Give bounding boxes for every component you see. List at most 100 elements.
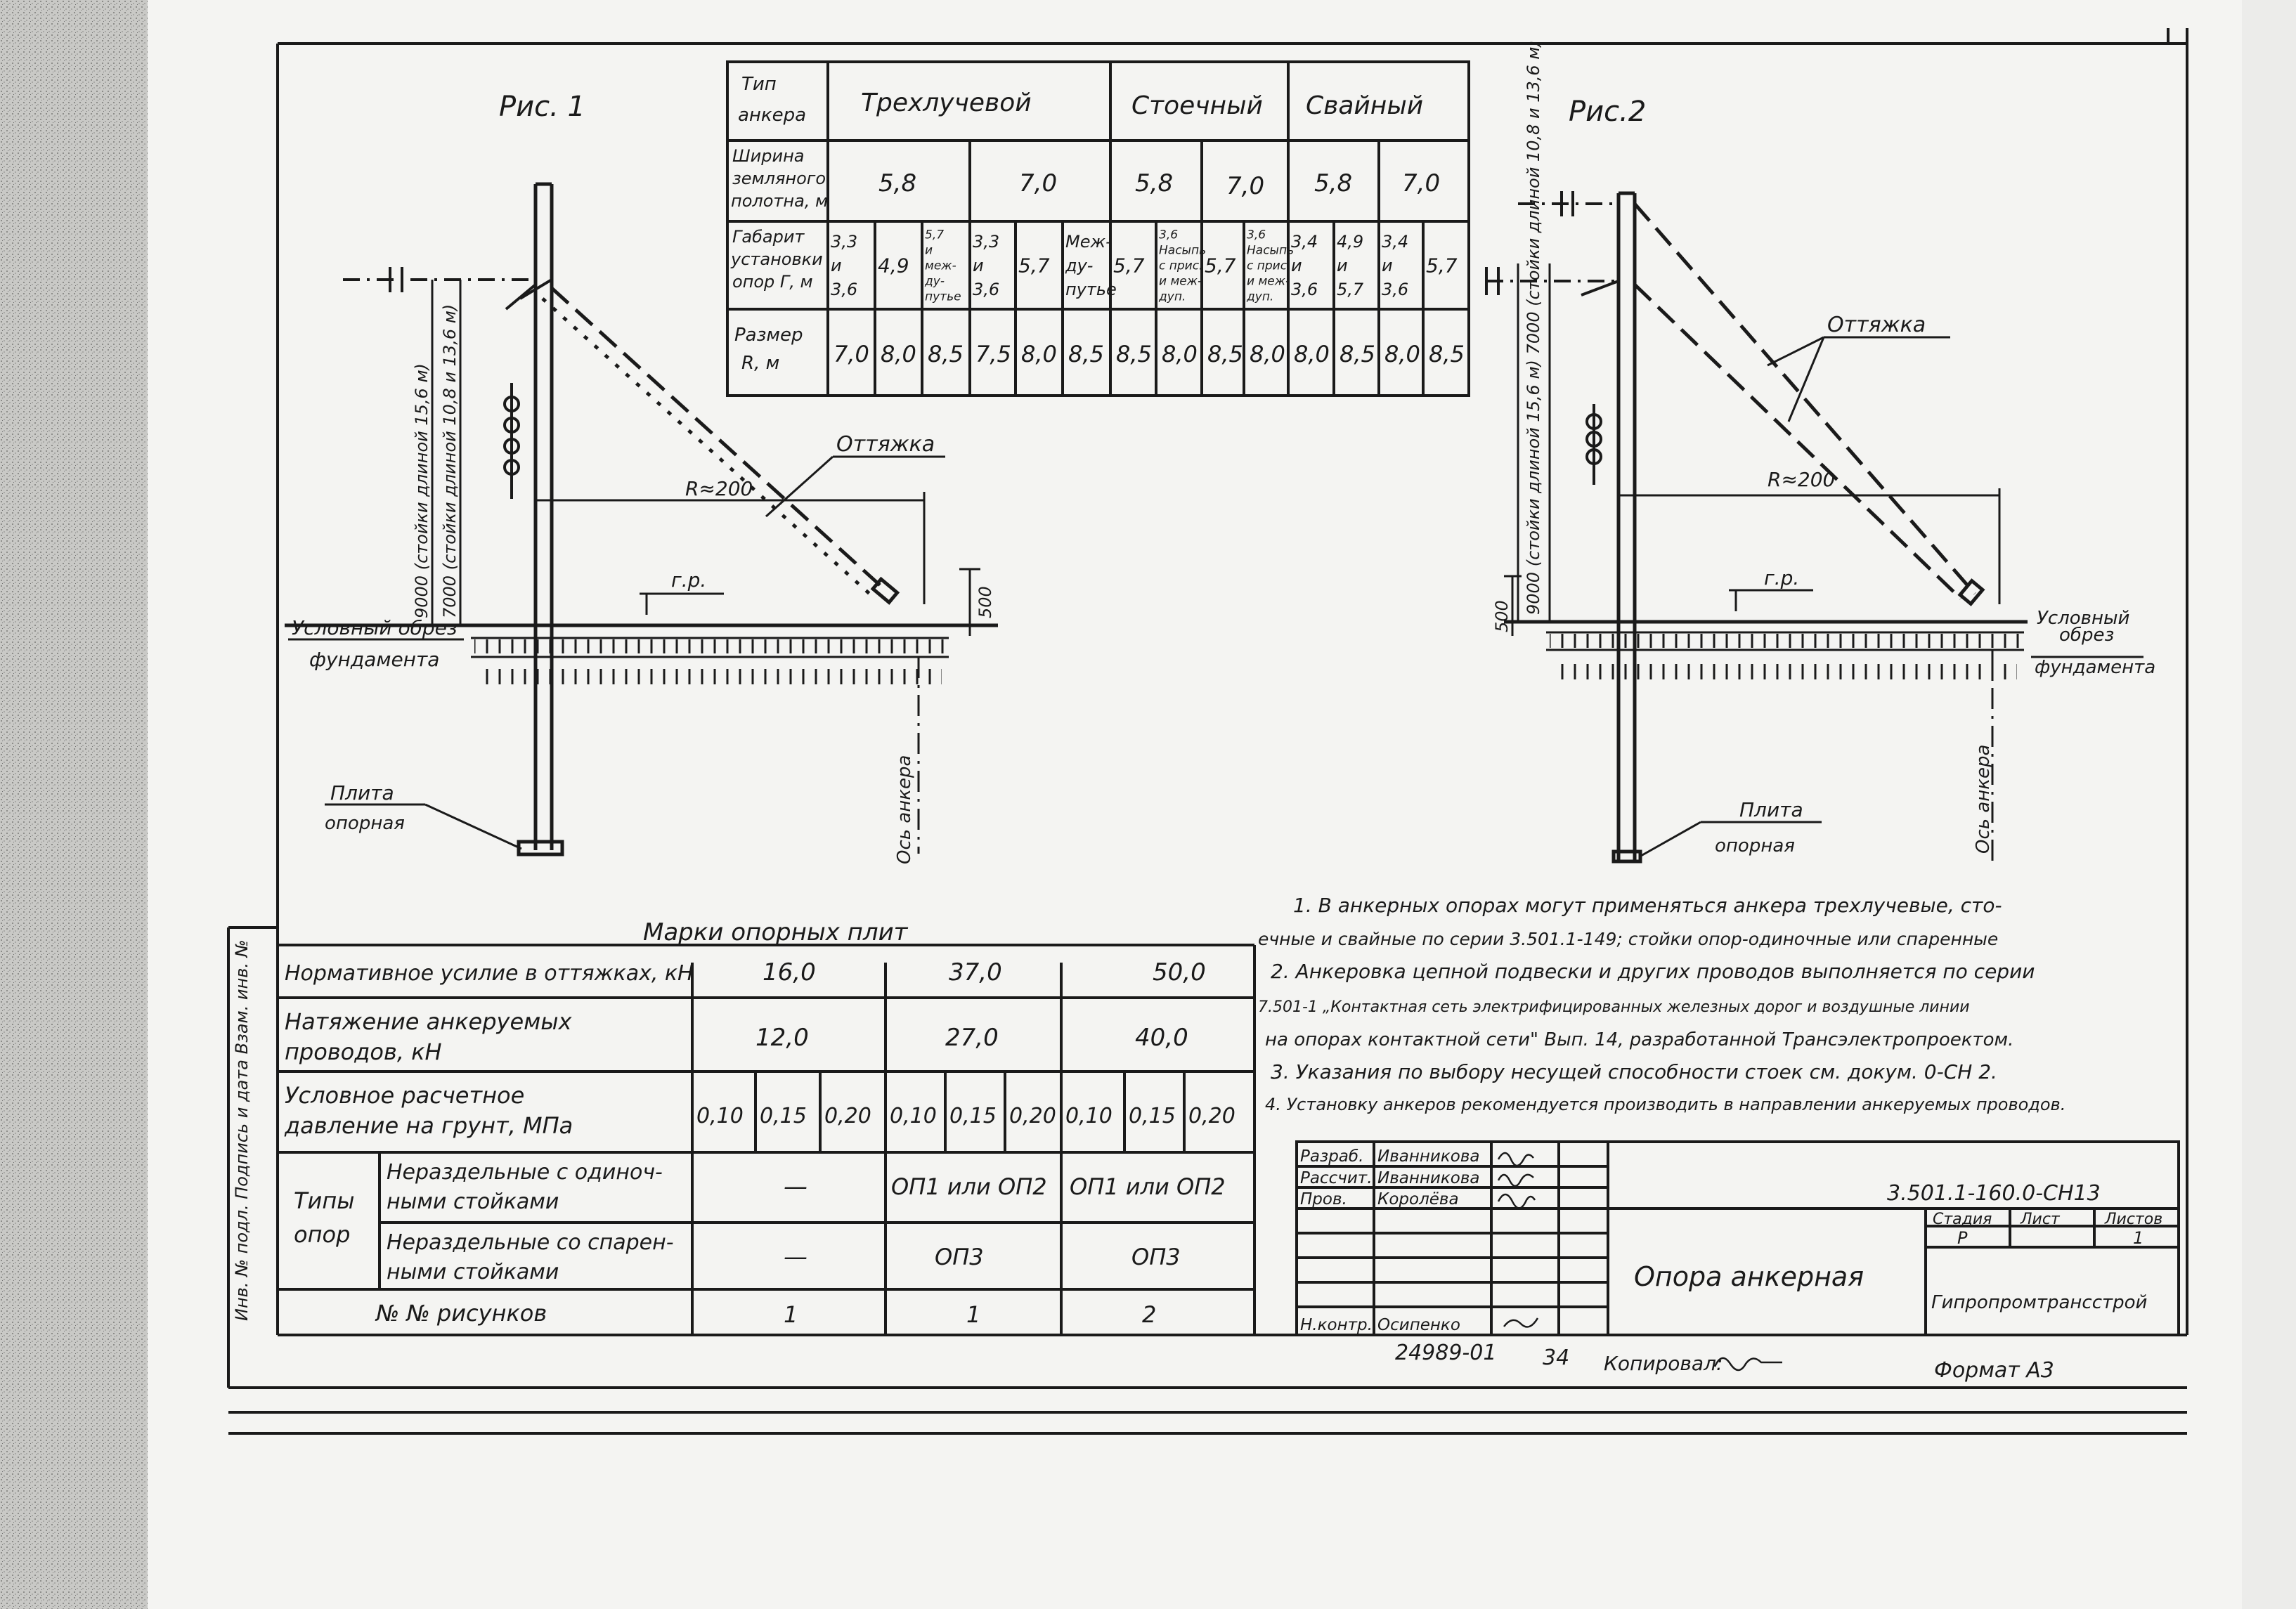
size-cell-14: 8,5 (1429, 341, 1465, 367)
gab-cell-12-line-3: 5,7 (1337, 280, 1364, 299)
pressure-cell-7: 0,10 (1065, 1104, 1113, 1128)
title-block-grid (1295, 1140, 2180, 1336)
fig1-insulator (503, 383, 520, 499)
gab-cell-13-line-1: 3,4 (1382, 232, 1408, 252)
fig1-dim-9000: 9000 (стойки длиной 15,6 м) (412, 363, 432, 618)
stamp-sheets: 1 (2133, 1228, 2143, 1248)
size-cell-13: 8,0 (1384, 341, 1420, 367)
scan-edge-left (0, 0, 148, 1609)
svg-text:Инв. № подл. Подпись и дата: Инв. № подл. Подпись и дата Взам. инв. № (232, 939, 252, 1321)
stamp-role-1: Разраб. (1300, 1147, 1363, 1166)
size-cell-4: 7,5 (975, 341, 1011, 367)
pressure-cell-4: 0,10 (890, 1104, 937, 1128)
plates-r6-v2: 1 (966, 1301, 980, 1328)
gab-cell-13-line-2: и (1382, 256, 1393, 275)
plates-r2-v2: 27,0 (945, 1024, 999, 1052)
stamp-title: Опора анкерная (1634, 1261, 1864, 1292)
gab-cell-6-line-2: ду- (1065, 256, 1093, 275)
fig2-radius: R≈200 (1768, 468, 1835, 491)
note-line-5: на опорах контактной сети" Вып. 14, разр… (1265, 1029, 2013, 1050)
gab-cell-11-line-2: и (1291, 256, 1302, 275)
plates-r2-v1: 12,0 (755, 1024, 809, 1052)
plates-r6-v3: 2 (1142, 1301, 1156, 1328)
pressure-cell-2: 0,15 (760, 1104, 807, 1128)
fig1-dim-vertical (431, 280, 462, 625)
stamp-sheet-header: Лист (2020, 1211, 2061, 1228)
stamp-stage: Р (1957, 1228, 1968, 1248)
gab-cell-8-line-5: дуп. (1158, 289, 1186, 304)
size-cell-5: 8,0 (1021, 341, 1057, 367)
pressure-cell-6: 0,20 (1009, 1104, 1056, 1128)
plates-r6-v1: 1 (784, 1301, 798, 1328)
note-line-6: 3. Указания по выбору несущей способност… (1271, 1060, 1997, 1083)
fig1-stay (541, 287, 900, 605)
anchor-table-h-width: Ширина земляного полотна, м (731, 146, 831, 211)
plates-table-grid (278, 944, 1256, 1336)
anchor-type-1: Трехлучевой (861, 89, 1032, 117)
gab-cells: 3,3и3,64,95,7имеж-ду-путье3,3и3,65,7Меж-… (831, 228, 1458, 304)
figure-1-title: Рис. 1 (499, 91, 585, 123)
stamp-sheets-header: Листов (2104, 1211, 2162, 1228)
plates-r1-label: Нормативное усилие в оттяжках, кН (285, 961, 694, 986)
gab-cell-3-line-3: меж- (925, 259, 956, 273)
fig1-stay-label: Оттяжка (836, 432, 935, 457)
anchor-table-h-gab: Габарит установки опор Г, м (730, 227, 828, 292)
fig2-cut-label-2: обрез (2059, 625, 2114, 646)
signatures (1497, 1152, 1539, 1328)
gab-cell-10-line-2: Насыпь (1247, 243, 1294, 257)
fig2-insulator (1585, 404, 1602, 485)
note-line-1: 1. В анкерных опорах могут применяться а… (1293, 894, 2002, 917)
page-number: 34 (1543, 1346, 1569, 1370)
plates-r4-v2: ОП1 или ОП2 (891, 1173, 1047, 1200)
size-cell-10: 8,0 (1250, 341, 1285, 367)
plates-r3-label: Условное расчетное давление на грунт, МП… (284, 1082, 573, 1139)
fig2-dim-vertical (1517, 263, 1551, 622)
width-4: 7,0 (1226, 172, 1264, 200)
gab-cell-6-line-3: путье (1065, 280, 1117, 299)
note-line-3: 2. Анкеровка цепной подвески и других пр… (1271, 960, 2035, 983)
fig2-cut-label: Условный (2037, 608, 2129, 629)
fig1-axis-label: Ось анкера (894, 755, 915, 864)
gab-cell-4-line-2: и (973, 256, 984, 275)
plates-r5-v2: ОП3 (935, 1244, 984, 1270)
size-cell-8: 8,0 (1162, 341, 1198, 367)
gab-cell-1-line-3: 3,6 (831, 280, 857, 299)
gab-cell-5-line-1: 5,7 (1018, 254, 1050, 277)
note-line-2: ечные и свайные по серии 3.501.1-149; ст… (1258, 929, 1998, 949)
format-label: Формат А3 (1934, 1358, 2054, 1383)
anchor-type-3: Свайный (1306, 91, 1423, 120)
fig2-dim-r (1619, 488, 2001, 604)
size-cell-11: 8,0 (1294, 341, 1330, 367)
size-cell-7: 8,5 (1116, 341, 1152, 367)
gab-cell-8-line-3: с прис. (1159, 259, 1202, 273)
fig1-plate-label: Плита (330, 781, 394, 805)
gab-cell-2-line-1: 4,9 (878, 254, 909, 277)
gab-cell-12-line-1: 4,9 (1337, 232, 1363, 252)
pressure-cell-5: 0,15 (949, 1104, 997, 1128)
width-6: 7,0 (1402, 169, 1440, 197)
fig1-radius: R≈200 (685, 477, 753, 500)
figure-1: Рис. 1 Оттяжка R≈ (285, 91, 998, 864)
plates-r4-label: Нераздельные с одиноч- ными стойками (387, 1160, 669, 1214)
gab-cell-6-line-1: Меж- (1065, 232, 1112, 252)
plates-r2-label: Натяжение анкеруемых проводов, кН (285, 1008, 579, 1065)
side-stamp: Инв. № подл. Подпись и дата Взам. инв. № (232, 939, 252, 1321)
fig2-dim-500-label: 500 (1492, 600, 1512, 632)
fig1-cut-label-2: фундамента (309, 648, 439, 671)
pressure-cell-1: 0,10 (696, 1104, 744, 1128)
fig1-plate-label-2: опорная (325, 813, 405, 834)
fig1-dim-7000: 7000 (стойки длиной 10,8 и 13,6 м) (440, 304, 460, 618)
stamp-code: 3.501.1-160.0-СН13 (1887, 1181, 2101, 1206)
fig2-wire (1485, 191, 1619, 297)
width-2: 7,0 (1019, 169, 1057, 197)
plates-r4-v1: — (784, 1173, 808, 1201)
anchor-table-grid (726, 60, 1470, 397)
fig2-stay-label: Оттяжка (1827, 313, 1926, 337)
pressure-cell-8: 0,15 (1129, 1104, 1176, 1128)
stamp-stage-header: Стадия (1933, 1211, 1992, 1228)
fig1-dim-r (536, 492, 926, 604)
gab-cell-13-line-3: 3,6 (1382, 280, 1408, 299)
size-cell-9: 8,5 (1207, 341, 1243, 367)
